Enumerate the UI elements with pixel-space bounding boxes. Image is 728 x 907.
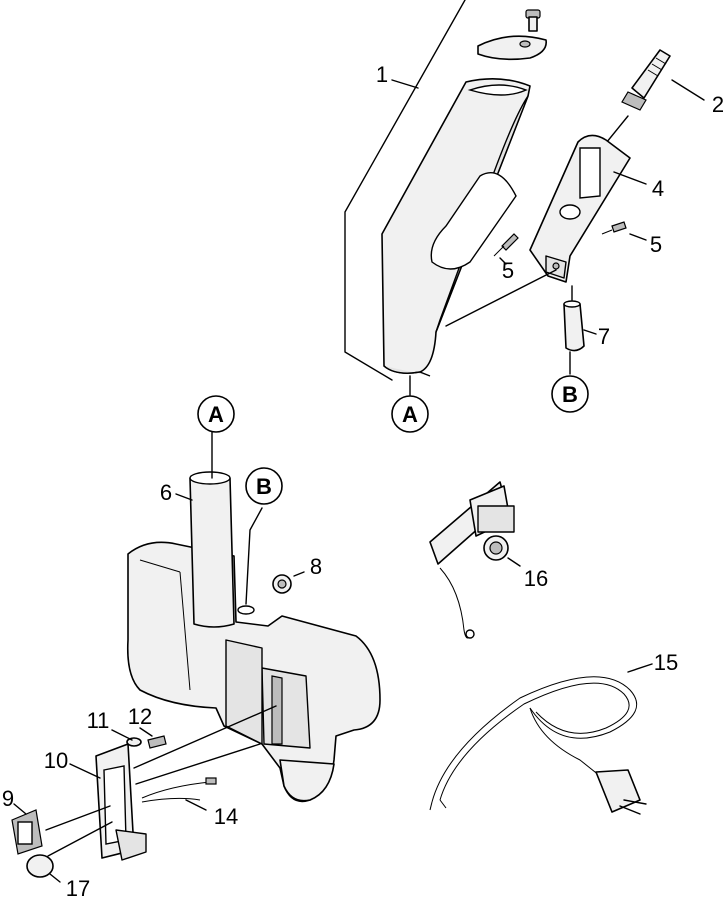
leader-17-plate xyxy=(47,821,113,857)
label-part-4: 4 xyxy=(652,176,664,201)
part-9-switch xyxy=(11,809,43,855)
leader-15 xyxy=(627,663,653,673)
label-part-14: 14 xyxy=(214,804,238,829)
leader-5a xyxy=(499,257,507,265)
part-2-nozzle xyxy=(621,49,705,111)
label-part-17: 17 xyxy=(66,876,90,901)
part-4-bracket xyxy=(529,134,631,283)
badge-b-lower: B xyxy=(245,467,283,505)
leader-4 xyxy=(613,171,647,185)
leader-12 xyxy=(139,727,153,737)
label-part-5a: 5 xyxy=(502,258,514,283)
leader-plate-body xyxy=(133,705,277,769)
label-part-16: 16 xyxy=(524,566,548,591)
leader-9-plate xyxy=(45,805,111,831)
leader-7 xyxy=(583,329,597,335)
label-part-5b: 5 xyxy=(650,232,662,257)
tank-neck xyxy=(225,639,263,745)
part-8-plug xyxy=(272,574,292,594)
screw-5b xyxy=(601,221,627,235)
tank-assembly xyxy=(11,431,653,883)
label-part-12: 12 xyxy=(128,704,152,729)
leader-16 xyxy=(507,557,521,567)
leader-cable-body xyxy=(135,743,261,785)
badge-a-top-label: A xyxy=(402,402,418,427)
part-1-bracket xyxy=(344,0,466,381)
handle-assembly xyxy=(344,0,705,396)
label-part-11: 11 xyxy=(87,708,110,733)
handle-top-opening xyxy=(467,84,528,96)
tank-front-panel xyxy=(261,667,311,749)
leader-17 xyxy=(49,873,61,883)
label-part-6: 6 xyxy=(160,480,172,505)
part-6-tube xyxy=(189,431,235,628)
part-16-board xyxy=(429,481,515,639)
leader-b-port xyxy=(245,507,263,605)
leader-handle-bracket xyxy=(445,269,557,327)
label-part-8: 8 xyxy=(310,554,322,579)
part-15-power-cord xyxy=(429,676,647,815)
handle-outlet xyxy=(383,365,431,377)
label-part-15: 15 xyxy=(654,650,678,675)
leader-8 xyxy=(293,571,305,577)
leader-9 xyxy=(13,803,27,815)
badge-a-lower-label: A xyxy=(208,402,224,427)
badge-b-top: B xyxy=(551,375,589,413)
label-part-7: 7 xyxy=(598,324,610,349)
leader-6 xyxy=(175,493,193,501)
leader-10 xyxy=(69,763,101,779)
part-7-sleeve xyxy=(563,285,585,352)
leader-1 xyxy=(391,79,419,89)
badge-a-top: A xyxy=(391,395,429,433)
handle-grip-opening xyxy=(430,172,517,270)
label-part-2: 2 xyxy=(712,92,724,117)
badge-b-top-label: B xyxy=(562,382,578,407)
screw-5a xyxy=(493,233,519,257)
badge-b-lower-label: B xyxy=(256,474,272,499)
leader-5b xyxy=(629,233,647,241)
badge-a-lower: A xyxy=(197,395,235,433)
label-part-1: 1 xyxy=(376,62,388,87)
tank-foot xyxy=(279,759,335,802)
top-screw xyxy=(525,9,541,32)
handle-cap xyxy=(477,35,547,61)
part-17-cap xyxy=(26,854,54,878)
leader-14 xyxy=(185,799,207,811)
part-12-screw xyxy=(147,735,167,749)
part-10-switch-plate xyxy=(95,743,147,861)
part-14-cable xyxy=(141,777,217,803)
label-part-10: 10 xyxy=(44,748,68,773)
port-b xyxy=(237,605,255,615)
label-part-9: 9 xyxy=(2,786,14,811)
leader-11 xyxy=(111,729,133,741)
